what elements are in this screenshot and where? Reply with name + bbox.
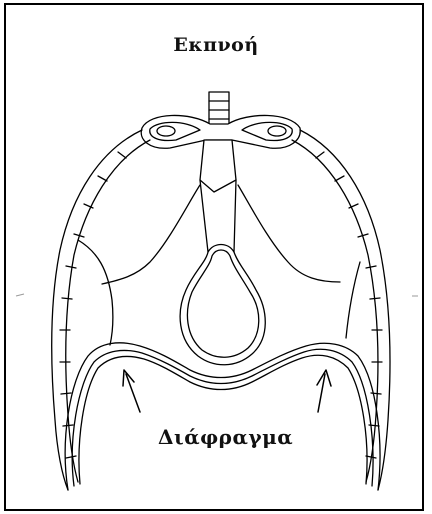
diaphragm-label: Διάφραγμα [158,425,293,449]
left-arrow [123,370,140,412]
stray-mark [16,294,418,296]
lung-lines [78,185,360,345]
heart [180,245,265,365]
figure-title: Εκπνοή [0,34,432,56]
sternum [200,140,236,252]
right-arrow [317,370,331,412]
